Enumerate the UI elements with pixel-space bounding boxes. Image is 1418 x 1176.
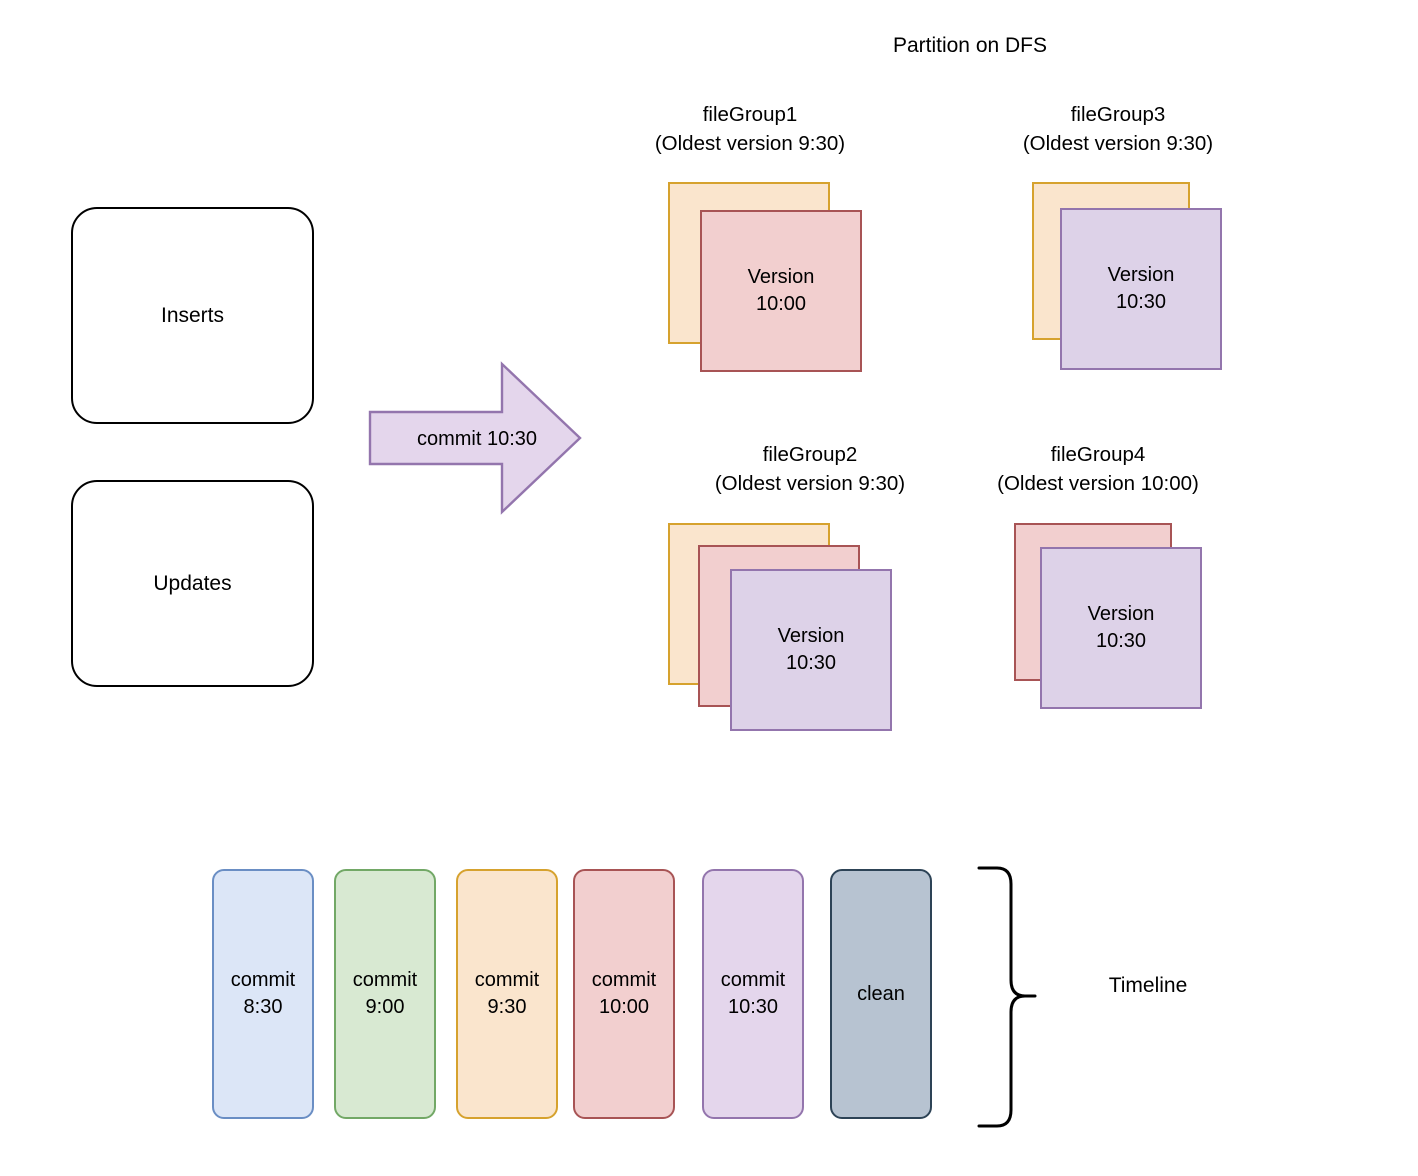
timeline-item-clean[interactable]: clean bbox=[830, 869, 932, 1119]
filegroup-1-version-card-latest[interactable]: Version 10:00 bbox=[700, 210, 862, 372]
timeline-item-label: commit 9:30 bbox=[474, 969, 540, 1018]
filegroup-3-version-label: Version 10:30 bbox=[1107, 264, 1175, 313]
filegroup-4-version-label: Version 10:30 bbox=[1087, 603, 1155, 652]
filegroup-1-label: fileGroup1 (Oldest version 9:30) bbox=[580, 100, 920, 158]
filegroup-3-subtitle: (Oldest version 9:30) bbox=[1022, 132, 1214, 155]
filegroup-4-card-stack: Version 10:30 bbox=[1014, 523, 1204, 713]
filegroup-1-name: fileGroup1 bbox=[702, 103, 798, 126]
filegroup-2-label: fileGroup2 (Oldest version 9:30) bbox=[640, 440, 980, 498]
timeline-item-commit-930[interactable]: commit 9:30 bbox=[456, 869, 558, 1119]
commit-arrow-label: commit 10:30 bbox=[416, 428, 538, 450]
brace-shape bbox=[977, 866, 1037, 1128]
source-box-inserts[interactable]: Inserts bbox=[71, 207, 314, 424]
filegroup-3-label: fileGroup3 (Oldest version 9:30) bbox=[948, 100, 1288, 158]
filegroup-1-version-label: Version 10:00 bbox=[747, 266, 815, 315]
filegroup-4-subtitle: (Oldest version 10:00) bbox=[997, 472, 1199, 495]
filegroup-4-label: fileGroup4 (Oldest version 10:00) bbox=[928, 440, 1268, 498]
timeline-item-commit-830[interactable]: commit 8:30 bbox=[212, 869, 314, 1119]
timeline-brace-icon bbox=[975, 862, 1055, 1137]
filegroup-1-card-stack: Version 10:00 bbox=[668, 182, 868, 374]
filegroup-2-card-stack: Version 10:30 bbox=[668, 523, 896, 731]
filegroup-3-card-stack: Version 10:30 bbox=[1032, 182, 1224, 372]
commit-arrow bbox=[368, 358, 582, 518]
source-box-updates-label: Updates bbox=[153, 571, 232, 595]
source-box-updates[interactable]: Updates bbox=[71, 480, 314, 687]
timeline-item-commit-900[interactable]: commit 9:00 bbox=[334, 869, 436, 1119]
filegroup-4-name: fileGroup4 bbox=[1050, 443, 1146, 466]
timeline-item-label: clean bbox=[857, 982, 905, 1005]
timeline-item-commit-1030[interactable]: commit 10:30 bbox=[702, 869, 804, 1119]
timeline-item-label: commit 10:00 bbox=[591, 969, 657, 1018]
filegroup-3-version-card-latest[interactable]: Version 10:30 bbox=[1060, 208, 1222, 370]
timeline-item-label: commit 10:30 bbox=[720, 969, 786, 1018]
filegroup-2-version-label: Version 10:30 bbox=[777, 625, 845, 674]
filegroup-2-subtitle: (Oldest version 9:30) bbox=[714, 472, 906, 495]
timeline-label: Timeline bbox=[1108, 974, 1188, 997]
source-box-inserts-label: Inserts bbox=[160, 303, 225, 327]
page-title: Partition on DFS bbox=[892, 34, 1048, 57]
timeline-item-label: commit 9:00 bbox=[352, 969, 418, 1018]
timeline-item-label: commit 8:30 bbox=[230, 969, 296, 1018]
filegroup-2-name: fileGroup2 bbox=[762, 443, 858, 466]
filegroup-3-name: fileGroup3 bbox=[1070, 103, 1166, 126]
filegroup-4-version-card-latest[interactable]: Version 10:30 bbox=[1040, 547, 1202, 709]
commit-arrow-shape bbox=[368, 361, 582, 515]
timeline-item-commit-1000[interactable]: commit 10:00 bbox=[573, 869, 675, 1119]
filegroup-2-version-card-latest[interactable]: Version 10:30 bbox=[730, 569, 892, 731]
filegroup-1-subtitle: (Oldest version 9:30) bbox=[654, 132, 846, 155]
